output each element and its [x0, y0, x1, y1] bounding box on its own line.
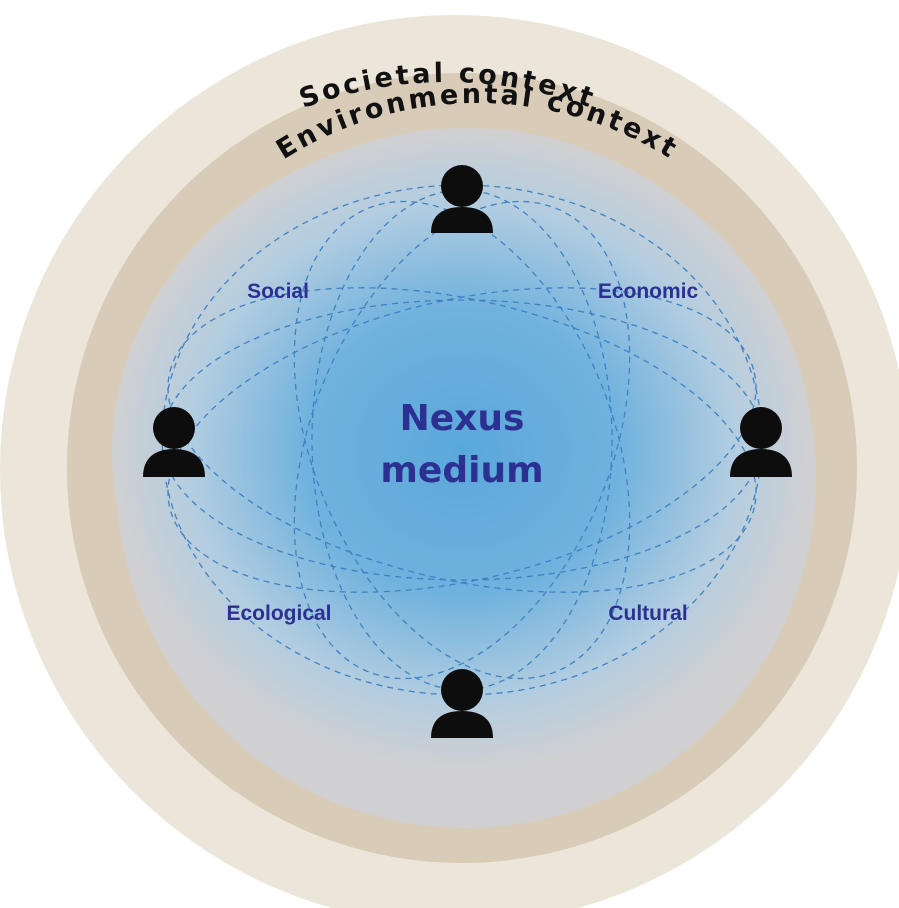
person-icon — [143, 407, 205, 477]
center-label-line1: Nexus — [400, 398, 525, 439]
cultural-label: Cultural — [608, 602, 687, 625]
connection-line — [293, 200, 631, 680]
connection-line — [293, 200, 631, 680]
connection-line — [167, 287, 757, 593]
connection-line — [311, 189, 613, 691]
ecological-label: Ecological — [226, 602, 331, 625]
center-label-line2: medium — [380, 450, 543, 491]
nexus-medium-glow — [112, 132, 812, 772]
person-icon — [730, 407, 792, 477]
person-icon — [431, 669, 493, 738]
economic-label: Economic — [598, 280, 699, 303]
connection-line — [167, 287, 757, 593]
person-icon — [431, 165, 493, 233]
social-label: Social — [247, 280, 309, 303]
